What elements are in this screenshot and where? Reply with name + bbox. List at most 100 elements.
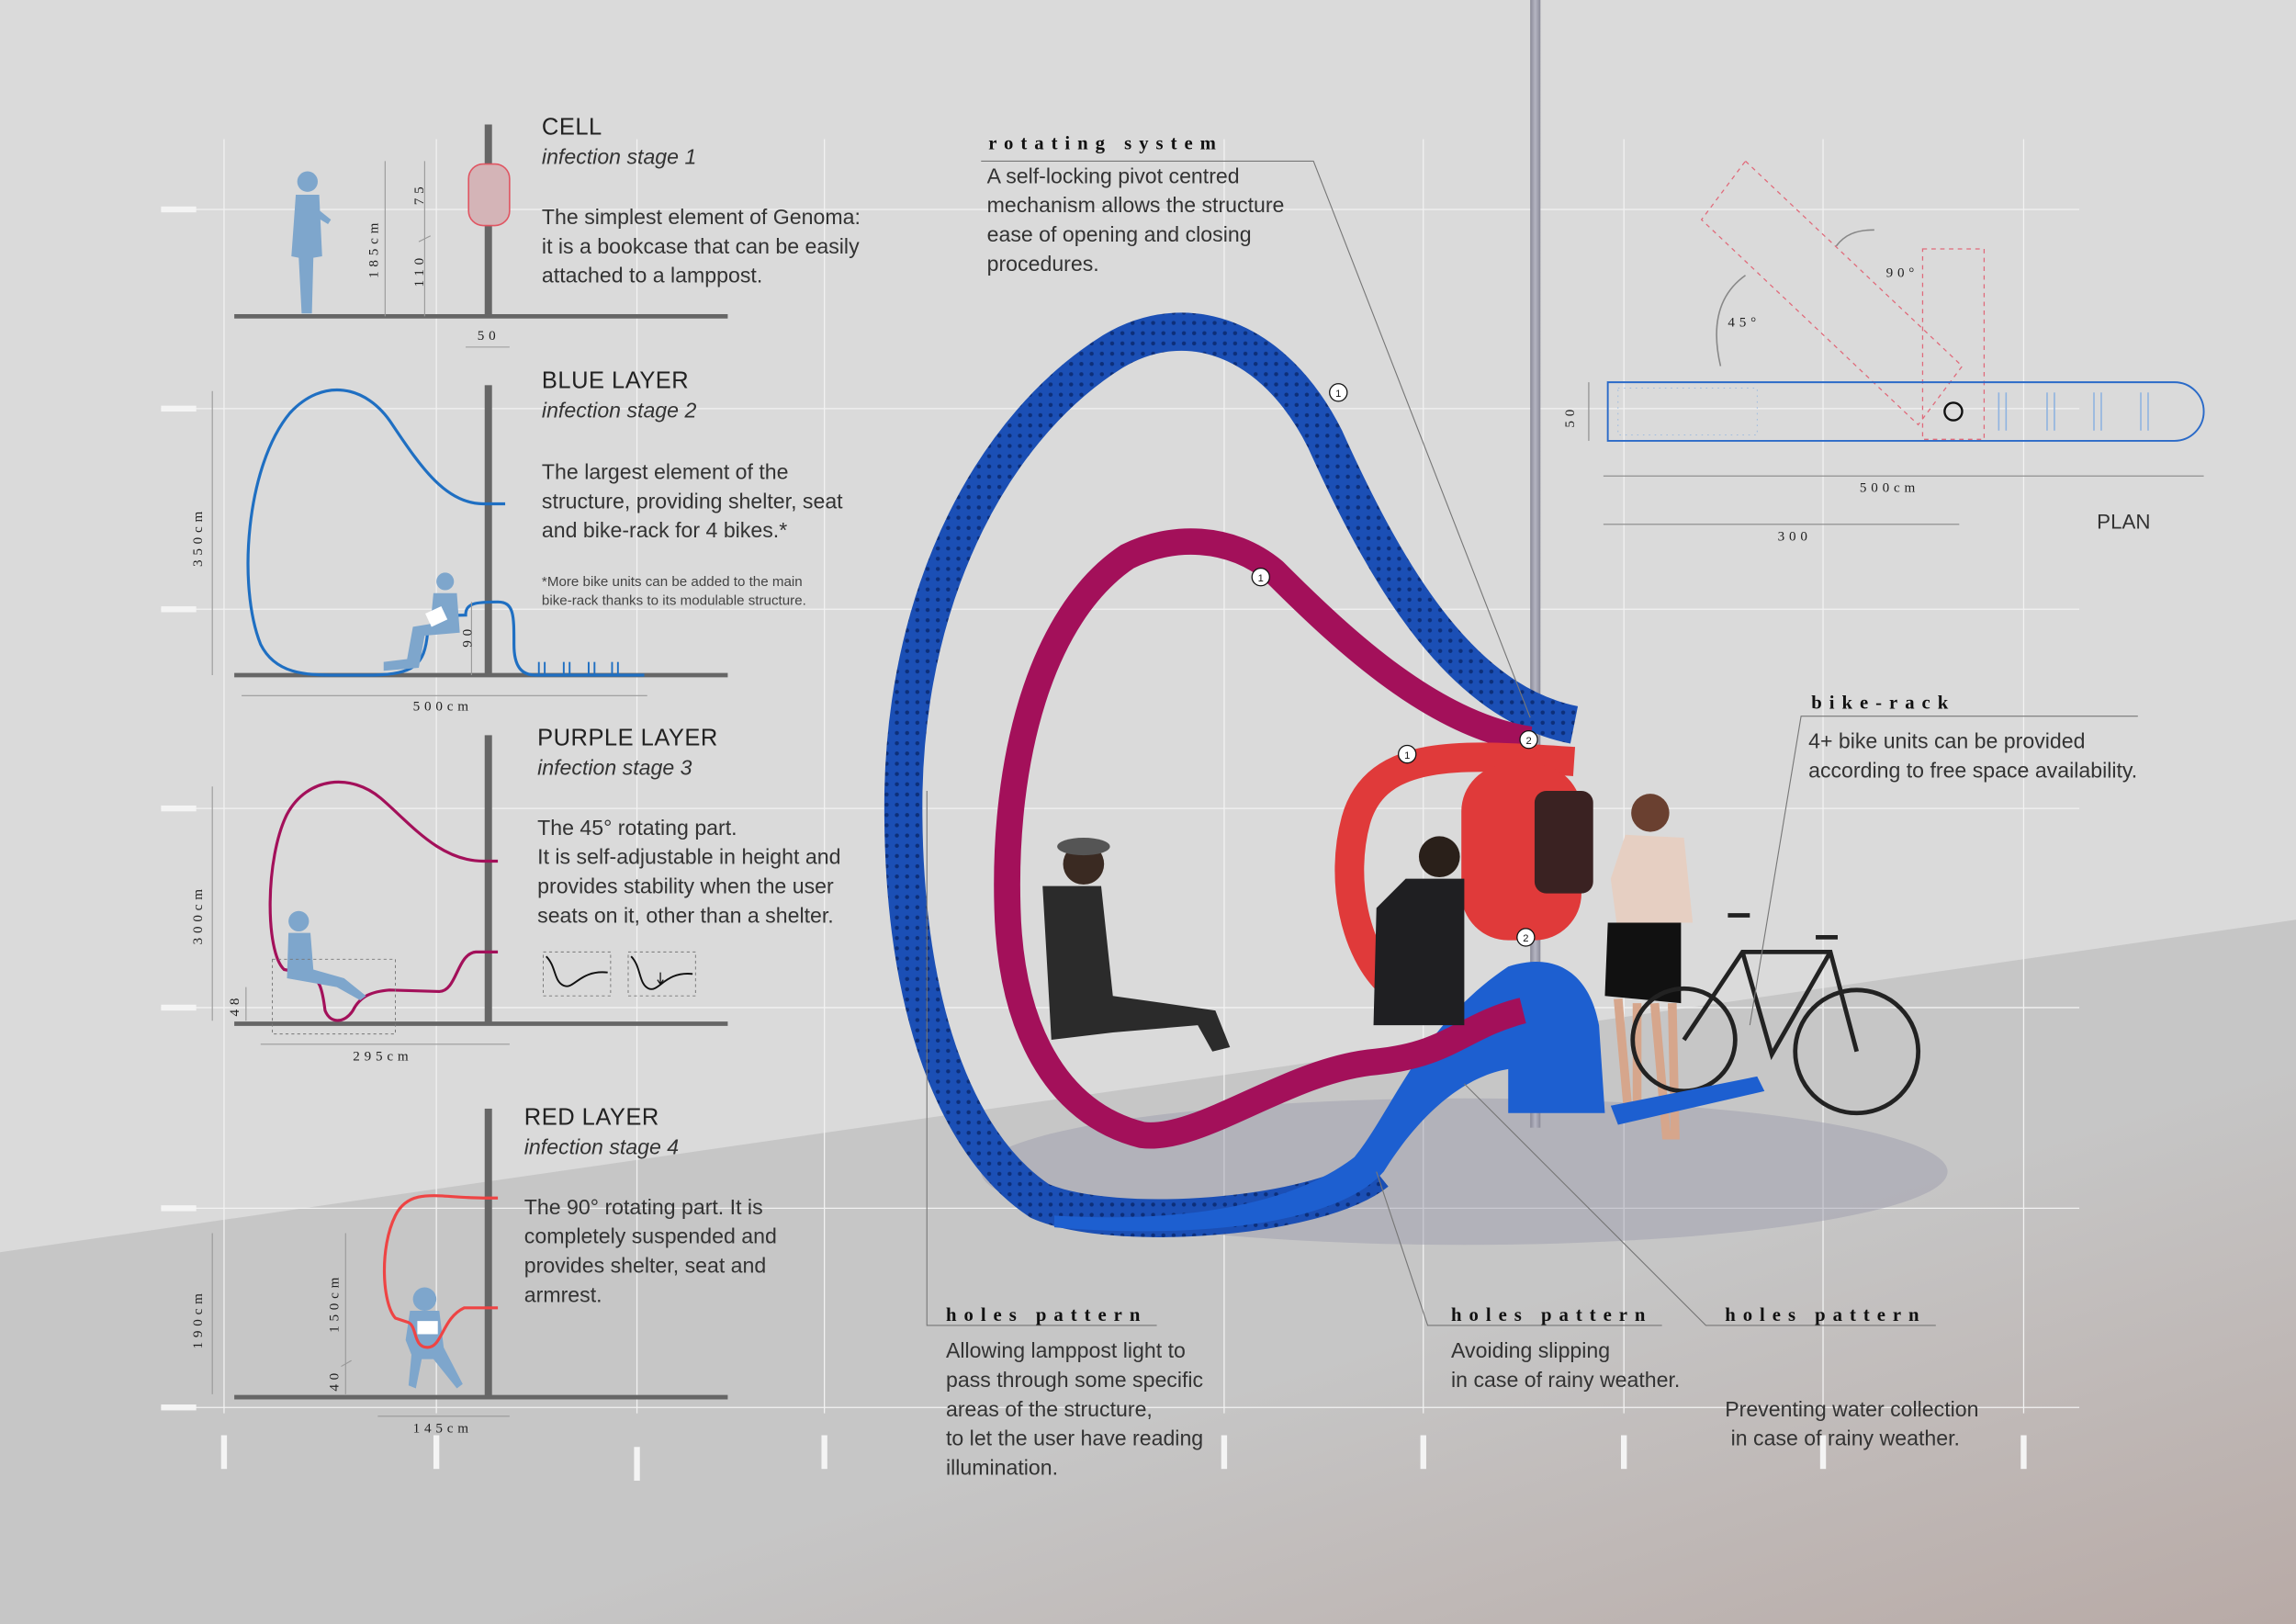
red-description: The 90° rotating part. It is completely s…: [524, 1193, 777, 1311]
lamppost: [484, 735, 492, 1024]
seat-lowered-icon: [627, 951, 696, 997]
purple-description: The 45° rotating part. It is self-adjusta…: [537, 814, 840, 931]
main-lamppost: [1530, 0, 1541, 1128]
dim-label: 185cm: [367, 218, 383, 278]
text-line: according to free space availability.: [1808, 760, 2138, 784]
text-line: illumination.: [945, 1457, 1059, 1481]
lamppost: [484, 385, 492, 676]
text-line: 4+ bike units can be provided: [1808, 730, 2086, 755]
blue-bike-rack: [1610, 1076, 1765, 1125]
text-line: provides stability when the user: [537, 875, 834, 899]
dim-label: 300: [1777, 530, 1812, 546]
red-layer-diagram: [211, 1108, 728, 1417]
standing-woman: [1604, 794, 1694, 1140]
text-line: and bike-rack for 4 bikes.*: [541, 520, 788, 544]
cell-diagram: [234, 124, 728, 348]
bike-rack-description: 4+ bike units can be provided according t…: [1808, 727, 2137, 786]
marker-label: 1: [1335, 389, 1341, 400]
blue-footnote: *More bike units can be added to the mai…: [542, 572, 806, 610]
dim-label: 50: [477, 329, 501, 344]
dim-label: 300cm: [191, 885, 207, 945]
blue-layer-profile: [246, 388, 645, 677]
purple-title: PURPLE LAYER: [537, 726, 718, 751]
plan-angle-45: 45°: [1728, 316, 1761, 332]
dim-label: 500cm: [412, 700, 473, 716]
dim-label: 50: [1563, 404, 1579, 428]
text-line: The 45° rotating part.: [537, 817, 737, 841]
text-line: Avoiding slipping: [1451, 1339, 1611, 1364]
red-shell: [1334, 742, 1576, 996]
text-line: The simplest element of Genoma:: [541, 206, 861, 231]
pivot-icon: [1943, 401, 1964, 422]
dim-label: 150cm: [328, 1272, 343, 1333]
lamppost: [484, 1108, 492, 1398]
plan-title: PLAN: [2097, 509, 2151, 534]
marker-label: 2: [1523, 933, 1528, 944]
holes-pattern-label: holes pattern: [945, 1303, 1148, 1325]
text-line: completely suspended and: [523, 1225, 777, 1250]
marker-label: 1: [1404, 750, 1410, 761]
dim-label: 75: [412, 182, 428, 206]
plan-rotated-90: [1921, 248, 1986, 440]
blue-title: BLUE LAYER: [541, 368, 690, 394]
text-line: Preventing water collection: [1725, 1398, 1979, 1423]
purple-layer-diagram: [211, 735, 728, 1045]
text-line: to let the user have reading: [945, 1427, 1204, 1452]
holes-pattern-label: holes pattern: [1451, 1303, 1653, 1325]
dim-label: 350cm: [191, 506, 207, 568]
holes-pattern-label: holes pattern: [1725, 1303, 1927, 1325]
seat-adjust-icon: [543, 951, 612, 997]
person-standing-silhouette: [291, 171, 332, 314]
leader-lines: [926, 160, 2138, 1326]
cell-stage: infection stage 1: [541, 146, 697, 170]
text-line: pass through some specific: [945, 1369, 1204, 1393]
text-line: areas of the structure,: [945, 1398, 1153, 1423]
marker-label: 2: [1525, 736, 1531, 747]
purple-layer-profile: [268, 780, 499, 1022]
text-line: attached to a lamppost.: [541, 265, 763, 289]
plan-blue-outline: [1606, 381, 2205, 442]
bike-rack-label: bike-rack: [1811, 691, 1956, 714]
plan-rotated-45: [1700, 160, 1964, 426]
dim-label: 40: [328, 1368, 343, 1392]
cell-title: CELL: [541, 115, 602, 141]
seated-man-reading: [1042, 837, 1231, 1052]
dim-label: 110: [412, 253, 428, 288]
text-line: The largest element of the: [541, 461, 789, 485]
marker-label: 1: [1258, 573, 1264, 584]
grid-ticks: [161, 206, 2027, 1481]
dim-label: 295cm: [353, 1050, 413, 1066]
purple-shell: [994, 528, 1533, 1149]
text-line: It is self-adjustable in height and: [537, 846, 841, 871]
holes-pattern-description: Avoiding slipping in case of rainy weathe…: [1451, 1337, 1680, 1396]
red-stage: infection stage 4: [523, 1136, 680, 1160]
text-line: mechanism allows the structure: [986, 195, 1285, 219]
bookshelf: [1534, 790, 1593, 894]
dim-label: 90: [461, 625, 477, 648]
cell-description: The simplest element of Genoma: it is a b…: [542, 204, 861, 292]
red-title: RED LAYER: [523, 1105, 659, 1131]
holes-pattern-description: Preventing water collection in case of r…: [1725, 1337, 1978, 1483]
dim-label: 500cm: [1859, 481, 1920, 497]
seated-man-back: [1373, 836, 1465, 1026]
text-line: The 90° rotating part. It is: [523, 1196, 763, 1221]
genoma-render: [884, 0, 1948, 1246]
dim-label: 48: [228, 993, 243, 1017]
text-line: bike-rack thanks to its modulable struct…: [541, 592, 806, 610]
plan-diagram: [1588, 160, 2205, 525]
dim-label: 190cm: [191, 1289, 207, 1349]
blue-stage: infection stage 2: [541, 400, 697, 423]
blue-layer-diagram: [211, 385, 728, 696]
text-line: in case of rainy weather.: [1451, 1369, 1681, 1393]
blue-shell: [884, 312, 1579, 1237]
markers: [1251, 383, 1538, 947]
text-line: in case of rainy weather.: [1725, 1427, 1960, 1452]
rotating-system-label: rotating system: [988, 131, 1223, 154]
dim-label: 145cm: [412, 1422, 473, 1438]
text-line: it is a bookcase that can be easily: [541, 235, 860, 260]
person-seated-silhouette: [287, 910, 366, 1000]
